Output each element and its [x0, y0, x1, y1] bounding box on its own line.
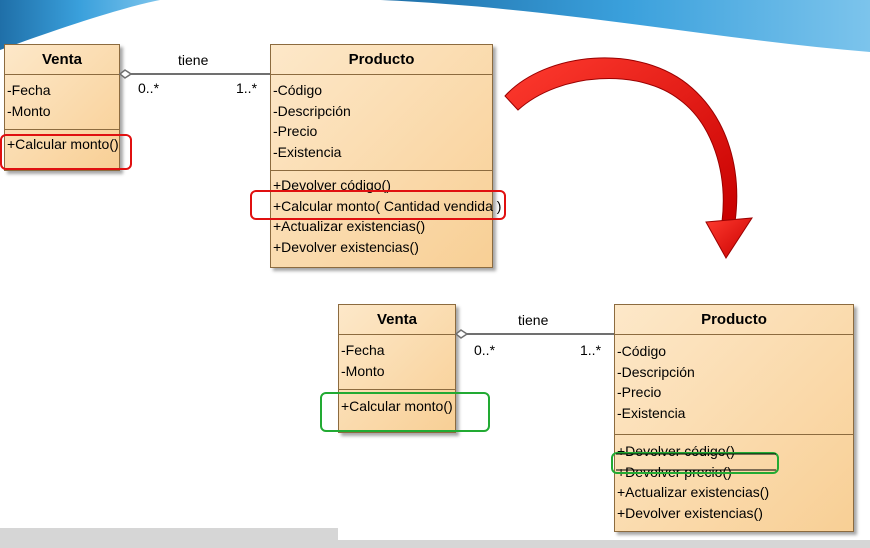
attribute: -Código	[617, 343, 667, 359]
attribute: -Monto	[7, 102, 51, 119]
multiplicity-right: 1..*	[236, 80, 258, 96]
class-producto-top[interactable]: Producto -Código -Descripción -Precio -E…	[270, 44, 502, 268]
highlight-removed-producto-op	[250, 190, 506, 220]
class-venta-top[interactable]: Venta -Fecha -Monto +Calcular monto()	[4, 44, 120, 171]
attribute: -Descripción	[617, 363, 695, 380]
operation: +Calcular monto()	[341, 398, 453, 414]
class-venta-bottom[interactable]: Venta -Fecha -Monto +Calcular monto()	[338, 304, 456, 433]
association-label: tiene	[178, 52, 209, 68]
operation: +Calcular monto()	[7, 136, 119, 152]
multiplicity-right: 1..*	[580, 342, 602, 358]
multiplicity-left: 0..*	[138, 80, 160, 96]
class-name: Venta	[339, 305, 455, 335]
attribute: -Monto	[341, 362, 385, 379]
operation: +Devolver código()	[273, 177, 391, 193]
highlight-added-venta-op	[320, 392, 490, 432]
class-name: Venta	[5, 45, 119, 75]
operations-compartment: +Devolver código() +Calcular monto( Cant…	[271, 171, 502, 267]
operation: +Devolver existencias()	[273, 238, 419, 255]
operations-compartment: +Calcular monto()	[339, 390, 455, 432]
attribute: -Código	[273, 82, 323, 98]
attribute: -Fecha	[7, 82, 51, 98]
highlight-added-producto-op	[611, 452, 779, 474]
attributes-compartment: -Código -Descripción -Precio -Existencia	[271, 75, 492, 171]
aggregation-diamond-top	[118, 69, 133, 79]
operations-compartment: +Calcular monto()	[5, 130, 119, 170]
attribute: -Precio	[273, 123, 318, 139]
operation: +Devolver existencias()	[617, 504, 763, 521]
class-name: Producto	[615, 305, 853, 335]
attribute: -Fecha	[341, 342, 385, 358]
attribute: -Existencia	[273, 143, 342, 160]
operation: +Calcular monto( Cantidad vendida )	[273, 197, 502, 214]
highlight-removed-venta-op	[0, 134, 132, 170]
attributes-compartment: -Código -Descripción -Precio -Existencia	[615, 335, 853, 435]
attribute: -Precio	[617, 384, 662, 400]
aggregation-diamond-bottom	[454, 329, 469, 339]
operation: +Actualizar existencias()	[617, 484, 770, 500]
association-label: tiene	[518, 312, 549, 328]
operation: +Devolver precio()	[617, 463, 732, 480]
class-name: Producto	[271, 45, 492, 75]
attribute: -Descripción	[273, 102, 351, 119]
transition-arrow-icon	[504, 57, 753, 259]
attribute: -Existencia	[617, 404, 686, 421]
operations-compartment: +Devolver código() +Devolver precio() +A…	[615, 435, 853, 531]
slide-header-band	[0, 0, 870, 52]
operation: +Devolver código()	[617, 443, 735, 459]
operation: +Actualizar existencias()	[273, 218, 426, 234]
attributes-compartment: -Fecha -Monto	[339, 335, 455, 390]
class-producto-bottom[interactable]: Producto -Código -Descripción -Precio -E…	[614, 304, 854, 532]
attributes-compartment: -Fecha -Monto	[5, 75, 119, 130]
multiplicity-left: 0..*	[474, 342, 496, 358]
